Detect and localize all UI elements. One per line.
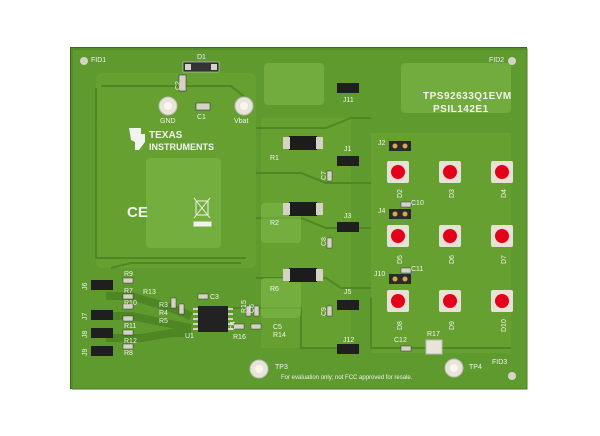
j11-label: J11 (343, 97, 354, 104)
u1-ic (193, 306, 233, 332)
j6-label: J6 (82, 282, 89, 290)
r16-label: R16 (233, 334, 246, 341)
c7-label: C7 (321, 171, 328, 180)
fcc-note: For evaluation only; not FCC approved fo… (281, 375, 413, 381)
weee-symbol (193, 197, 212, 227)
r9-label: R9 (124, 271, 133, 278)
brand-line2: INSTRUMENTS (149, 142, 214, 152)
r6-label: R6 (270, 286, 279, 293)
d1-diode (182, 61, 220, 73)
fid3-label: FID3 (492, 359, 508, 366)
r12-label: R12 (124, 338, 137, 345)
j1-label: J1 (344, 146, 352, 153)
led-array (387, 161, 513, 312)
r1-label: R1 (270, 155, 279, 162)
r5-label: R5 (159, 318, 168, 325)
d1-label: D1 (197, 54, 206, 61)
j10-label: J10 (374, 271, 386, 278)
r8-label: R8 (124, 350, 133, 357)
d2-label: D2 (397, 189, 404, 198)
j7-label: J7 (82, 312, 89, 320)
r3-label: R3 (159, 302, 168, 309)
pcb-board: FID1 FID2 FID3 D1 C2 C1 GND Vbat TEXAS I… (70, 47, 528, 390)
c10-label: C10 (411, 200, 424, 207)
d10-label: D10 (501, 319, 508, 332)
r7-label: R7 (124, 288, 133, 295)
c11-label: C11 (411, 266, 424, 273)
u1-label: U1 (185, 333, 194, 340)
c12-label: C12 (394, 337, 407, 344)
c3-label: C3 (210, 294, 219, 301)
j9-label: J9 (82, 348, 89, 356)
fid2-label: FID2 (489, 57, 505, 64)
r11-label: R11 (124, 323, 137, 330)
ti-logo (129, 128, 145, 150)
r4-label: R4 (159, 310, 168, 317)
c4-label: C4 (230, 321, 237, 330)
r13-label: R13 (143, 289, 156, 296)
fid1-label: FID1 (91, 57, 107, 64)
ce-mark: CE (127, 204, 148, 221)
pcb-artwork (71, 48, 528, 390)
vbat-label: Vbat (234, 118, 249, 125)
j3-label: J3 (344, 213, 352, 220)
c2-label: C2 (175, 81, 182, 90)
r14-label: R14 (273, 332, 286, 339)
j12-label: J12 (343, 337, 355, 344)
fiducial-marks (80, 57, 516, 380)
d6-label: D6 (449, 255, 456, 264)
c1-label: C1 (197, 114, 206, 121)
gnd-label: GND (160, 118, 176, 125)
r15-label: R15 (241, 300, 248, 313)
d9-label: D9 (449, 321, 456, 330)
jumper-blocks (91, 83, 359, 356)
c9-label: C9 (321, 307, 328, 316)
c8-label: C8 (321, 237, 328, 246)
j4-label: J4 (378, 208, 386, 215)
j2-label: J2 (378, 140, 386, 147)
c6-label: C6 (249, 304, 256, 313)
board-subtitle: PSIL142E1 (433, 104, 489, 115)
tp4-label: TP4 (469, 364, 482, 371)
headers (389, 141, 411, 284)
c5-label: C5 (273, 324, 282, 331)
smd-passives (122, 170, 412, 352)
r2-label: R2 (270, 220, 279, 227)
board-title: TPS92633Q1EVM (423, 91, 512, 102)
r10-label: R10 (124, 300, 137, 307)
brand-line1: TEXAS (149, 130, 183, 141)
d7-label: D7 (501, 255, 508, 264)
power-resistors (283, 136, 323, 282)
j8-label: J8 (82, 330, 89, 338)
r17-label: R17 (427, 331, 440, 338)
r17-part (425, 339, 443, 355)
tp3-label: TP3 (275, 364, 288, 371)
d3-label: D3 (449, 189, 456, 198)
d5-label: D5 (397, 255, 404, 264)
d8-label: D8 (397, 321, 404, 330)
j5-label: J5 (344, 289, 352, 296)
d4-label: D4 (501, 189, 508, 198)
